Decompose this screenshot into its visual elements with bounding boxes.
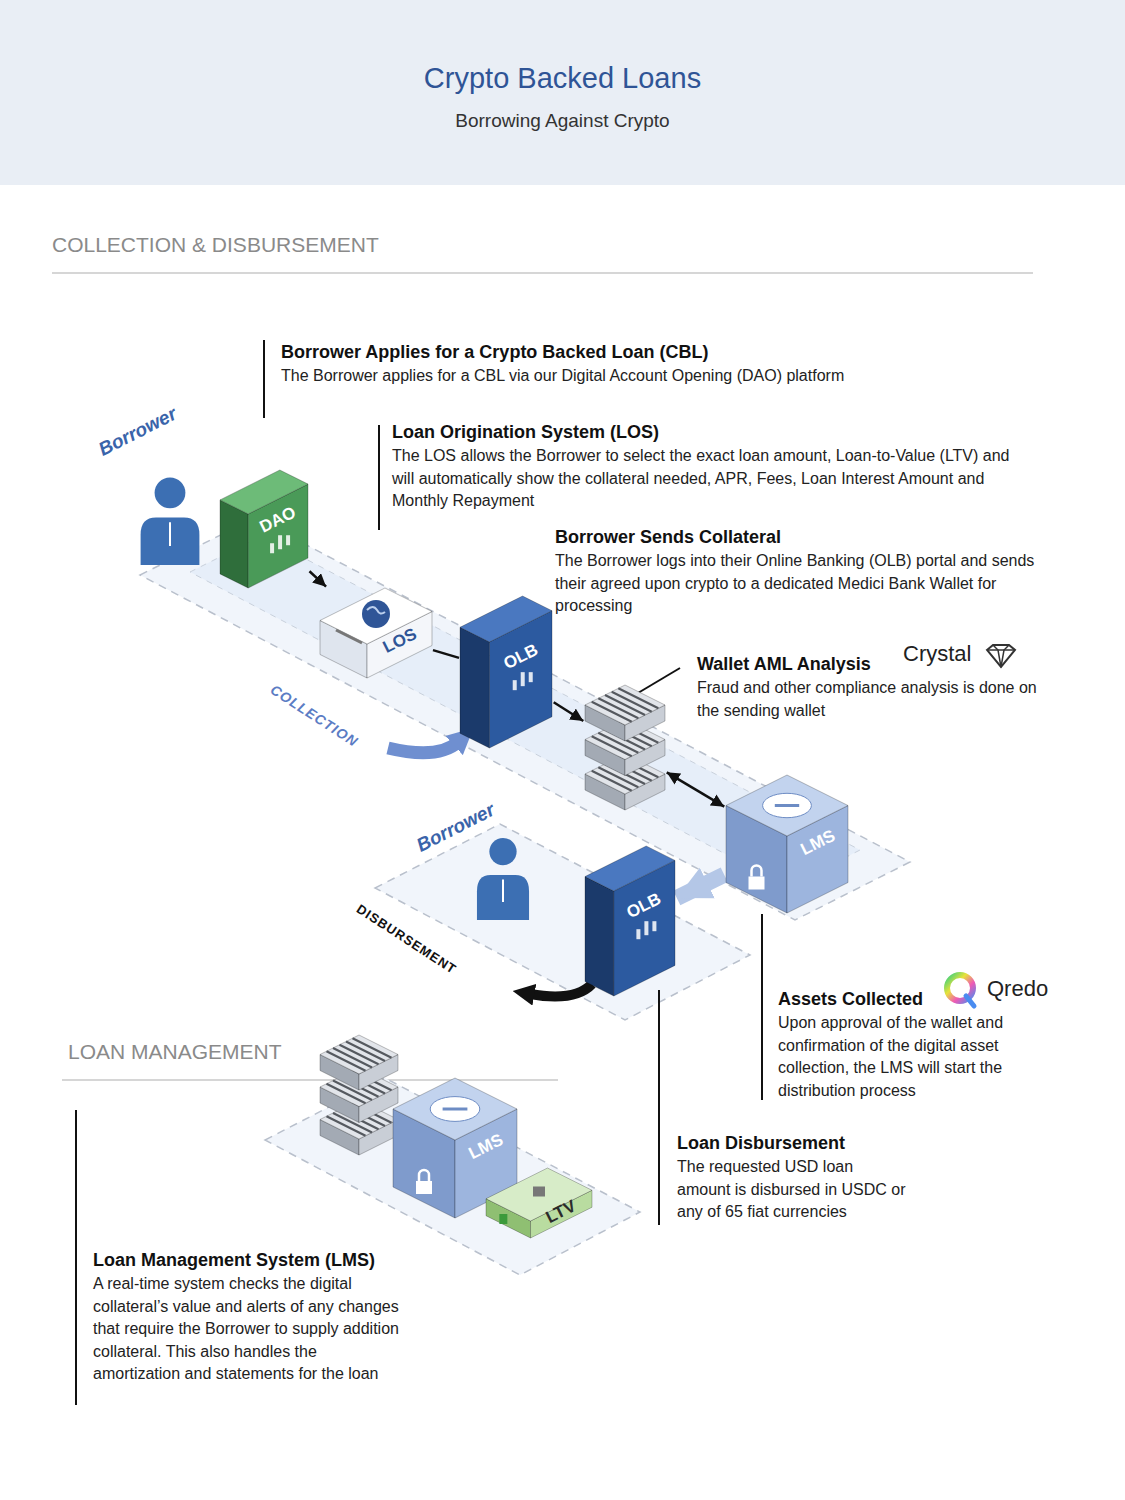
box-icon: LOSLoan Origination System (LOS)The LOS … [320,588,432,678]
disbursement-plane [375,824,750,1020]
callout-heading: Wallet AML Analysis [697,653,902,675]
header-band [0,0,1125,185]
tower-icon: DAOBorrower Applies for a Crypto Backed … [220,470,308,588]
subtitle: Borrowing Against Crypto [0,110,1125,132]
server-stack [320,1035,398,1155]
icon-drawing [135,470,205,565]
flow-label: COLLECTION [268,681,361,749]
callout-body: Fraud and other compliance analysis is d… [697,677,1037,722]
callout-heading: Borrower Sends Collateral [555,526,1040,548]
callout-heading: Loan Disbursement [677,1132,937,1154]
person-icon: Borrower [135,470,205,565]
icon-face [585,877,614,996]
section-heading: COLLECTION & DISBURSEMENT [52,233,379,257]
connector [309,571,326,586]
collection-arrow [388,742,458,753]
icon-drawing [472,830,534,920]
callout-body: The Borrower logs into their Online Bank… [555,550,1040,618]
page-title: Crypto Backed Loans [0,62,1125,95]
icon-face [460,596,552,642]
icon-face [585,685,665,725]
connector [433,650,459,658]
actor-label: Borrower [95,403,180,461]
connector [667,772,725,806]
cube-icon: LMSAssets CollectedUpon approval of the … [726,775,848,913]
tower-icon: OLBBorrower Sends CollateralThe Borrower… [460,596,552,748]
icon-face [220,500,248,588]
section-rule [52,272,1033,274]
callout-heading: Borrower Applies for a Crypto Backed Loa… [281,341,981,363]
icon-face [320,1035,398,1074]
icon-face [460,627,489,748]
connector [554,702,584,721]
stack-icon: Wallet AML AnalysisFraud and other compl… [585,685,665,810]
section-rule [62,1079,558,1081]
callout-heading: Loan Management System (LMS) [93,1249,423,1271]
callout-body: The LOS allows the Borrower to select th… [392,445,1032,513]
callout-body: The requested USD loan amount is disburs… [677,1156,909,1224]
callout-body: Upon approval of the wallet and confirma… [778,1012,1043,1102]
tower-icon: OLBLoan DisbursementThe requested USD lo… [585,846,675,996]
section-heading: LOAN MANAGEMENT [68,1040,282,1064]
callout-body: The Borrower applies for a CBL via our D… [281,365,981,388]
management-plane [265,1078,640,1275]
callout-heading: Loan Origination System (LOS) [392,421,1032,443]
connector [677,875,724,898]
qredo-logo [947,975,974,1006]
crystal-logo [987,645,1015,667]
callout-heading: Assets Collected [778,988,943,1010]
box-icon: LTV [486,1168,592,1238]
callout-body: A real-time system checks the digital co… [93,1273,408,1386]
icon-drawing [585,685,665,810]
disbursement-arrow [530,984,592,996]
logo-text: Crystal [903,641,971,667]
logo-text: Qredo [987,976,1048,1002]
icon-face [585,846,675,891]
person-icon: Borrower [472,830,534,920]
